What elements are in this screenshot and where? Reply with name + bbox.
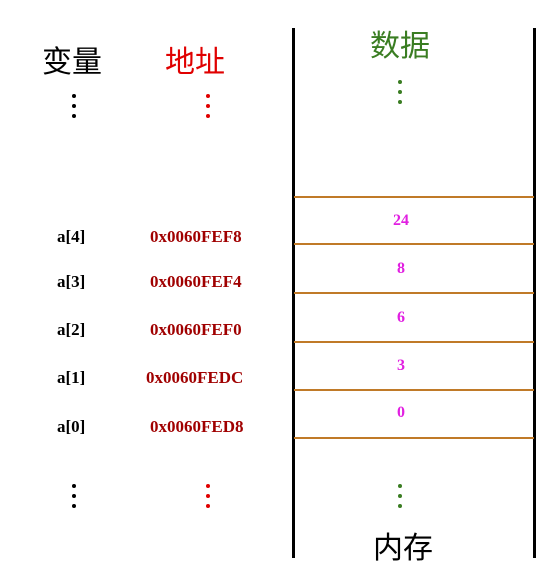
- variable-name: a[4]: [57, 227, 86, 246]
- data-header: 数据: [370, 29, 430, 64]
- cell-value: 6: [397, 309, 405, 326]
- data-ellipsis-top: [397, 80, 403, 104]
- variable-header: 变量: [42, 45, 102, 80]
- cell-value: 3: [397, 357, 405, 374]
- memory-left-border: [292, 28, 295, 558]
- cell-value: 8: [397, 260, 405, 277]
- variable-name: a[3]: [57, 272, 86, 291]
- variable-ellipsis-top: [71, 94, 77, 118]
- variable-name: a[2]: [57, 320, 86, 339]
- memory-right-border: [533, 28, 536, 558]
- cell-value: 0: [397, 404, 405, 421]
- address-ellipsis-top: [205, 94, 211, 118]
- address-header: 地址: [165, 45, 225, 80]
- memory-address: 0x0060FED8: [150, 417, 244, 436]
- cell-separator: [294, 292, 534, 294]
- cell-value: 24: [393, 212, 409, 229]
- memory-address: 0x0060FEF4: [150, 272, 242, 291]
- variable-ellipsis-bottom: [71, 484, 77, 508]
- cell-separator: [294, 341, 534, 343]
- memory-address: 0x0060FEF8: [150, 227, 242, 246]
- cell-separator: [294, 389, 534, 391]
- cell-separator: [294, 196, 534, 198]
- memory-address: 0x0060FEF0: [150, 320, 242, 339]
- data-ellipsis-bottom: [397, 484, 403, 508]
- variable-name: a[0]: [57, 417, 86, 436]
- variable-name: a[1]: [57, 368, 86, 387]
- memory-address: 0x0060FEDC: [146, 368, 244, 387]
- memory-label: 内存: [373, 531, 433, 566]
- cell-separator: [294, 437, 534, 439]
- address-ellipsis-bottom: [205, 484, 211, 508]
- cell-separator: [294, 243, 534, 245]
